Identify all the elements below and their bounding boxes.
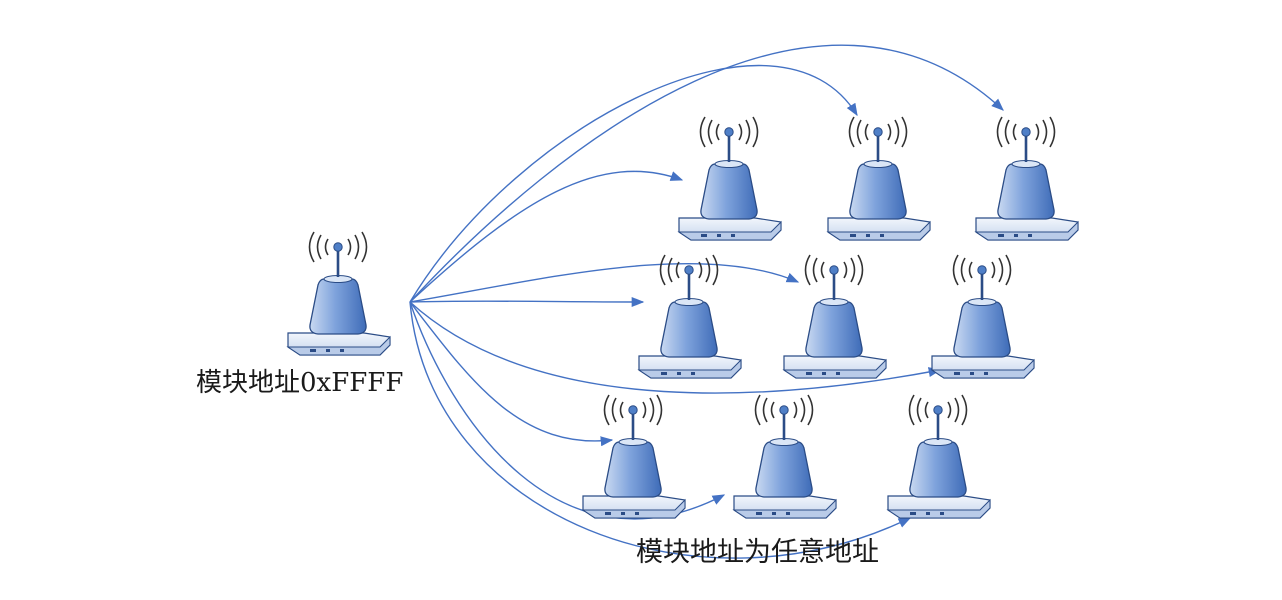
source-module-icon [286, 231, 391, 356]
broadcast-arrow [409, 44, 1004, 303]
target-module-icon [826, 116, 931, 241]
target-module-icon [930, 254, 1035, 379]
broadcast-arrow [409, 301, 942, 394]
broadcast-arrow [409, 64, 858, 303]
target-module-icon [581, 394, 686, 519]
broadcast-arrows [409, 44, 1004, 559]
broadcast-arrow [409, 296, 645, 308]
broadcast-arrow [409, 301, 912, 559]
target-module-icon [677, 116, 782, 241]
broadcast-arrow [409, 262, 800, 303]
target-module-icon [732, 394, 837, 519]
target-address-label: 模块地址为任意地址 [636, 537, 879, 568]
broadcast-arrow [409, 301, 614, 447]
module-nodes [286, 116, 1079, 519]
source-address-label: 模块地址0xFFFF [196, 368, 404, 398]
target-module-icon [974, 116, 1079, 241]
target-module-icon [886, 394, 991, 519]
broadcast-arrow [409, 170, 684, 303]
target-module-icon [782, 254, 887, 379]
target-module-icon [637, 254, 742, 379]
